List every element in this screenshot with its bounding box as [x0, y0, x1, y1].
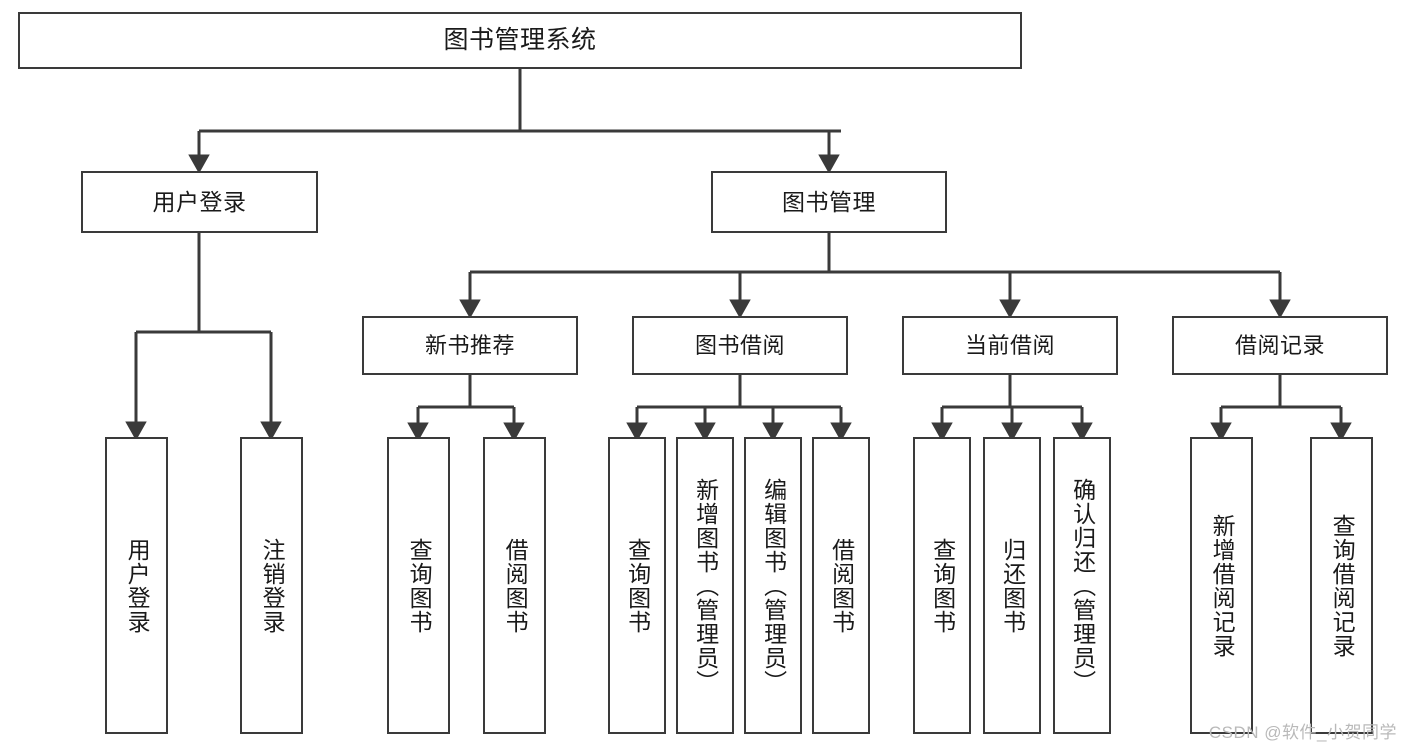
leaf-user-login[interactable]: 用户登录 [105, 437, 168, 734]
leaf-record-query-borrow-record[interactable]: 查询借阅记录 [1310, 437, 1373, 734]
leaf-borrow-edit-book-admin-label: 编辑图书（管理员） [760, 477, 787, 694]
leaf-user-logout-label: 注销登录 [259, 537, 286, 634]
leaf-borrow-borrow-book-label: 借阅图书 [828, 537, 855, 634]
node-current-borrow-label: 当前借阅 [964, 332, 1055, 358]
leaf-user-login-label: 用户登录 [124, 537, 151, 634]
leaf-current-query-book[interactable]: 查询图书 [913, 437, 971, 734]
node-book-borrow-label: 图书借阅 [694, 332, 785, 358]
node-root-label: 图书管理系统 [443, 26, 597, 55]
leaf-user-logout[interactable]: 注销登录 [240, 437, 303, 734]
leaf-current-confirm-return-admin-label: 确认归还（管理员） [1069, 477, 1096, 694]
leaf-borrow-query-book[interactable]: 查询图书 [608, 437, 666, 734]
node-user-login[interactable]: 用户登录 [81, 171, 318, 233]
node-current-borrow[interactable]: 当前借阅 [902, 316, 1118, 375]
leaf-current-return-book-label: 归还图书 [999, 537, 1026, 634]
leaf-recommend-query-book[interactable]: 查询图书 [387, 437, 450, 734]
leaf-borrow-add-book-admin[interactable]: 新增图书（管理员） [676, 437, 734, 734]
node-new-book-recommend[interactable]: 新书推荐 [362, 316, 578, 375]
leaf-recommend-borrow-book[interactable]: 借阅图书 [483, 437, 546, 734]
leaf-recommend-query-book-label: 查询图书 [406, 537, 433, 634]
leaf-record-query-borrow-record-label: 查询借阅记录 [1329, 513, 1356, 658]
leaf-current-query-book-label: 查询图书 [929, 537, 956, 634]
node-book-management-label: 图书管理 [782, 188, 876, 215]
leaf-current-confirm-return-admin[interactable]: 确认归还（管理员） [1053, 437, 1111, 734]
leaf-borrow-query-book-label: 查询图书 [624, 537, 651, 634]
node-user-login-label: 用户登录 [152, 188, 247, 215]
node-borrow-record-label: 借阅记录 [1234, 332, 1325, 358]
leaf-record-add-borrow-record-label: 新增借阅记录 [1209, 513, 1236, 658]
leaf-borrow-borrow-book[interactable]: 借阅图书 [812, 437, 870, 734]
leaf-borrow-add-book-admin-label: 新增图书（管理员） [692, 477, 719, 694]
node-borrow-record[interactable]: 借阅记录 [1172, 316, 1388, 375]
leaf-recommend-borrow-book-label: 借阅图书 [502, 537, 529, 634]
node-book-management[interactable]: 图书管理 [711, 171, 947, 233]
node-new-book-recommend-label: 新书推荐 [424, 332, 515, 358]
leaf-record-add-borrow-record[interactable]: 新增借阅记录 [1190, 437, 1253, 734]
node-book-borrow[interactable]: 图书借阅 [632, 316, 848, 375]
node-root[interactable]: 图书管理系统 [18, 12, 1022, 69]
leaf-current-return-book[interactable]: 归还图书 [983, 437, 1041, 734]
leaf-borrow-edit-book-admin[interactable]: 编辑图书（管理员） [744, 437, 802, 734]
watermark-text: CSDN @软件_小贺同学 [1208, 723, 1397, 742]
